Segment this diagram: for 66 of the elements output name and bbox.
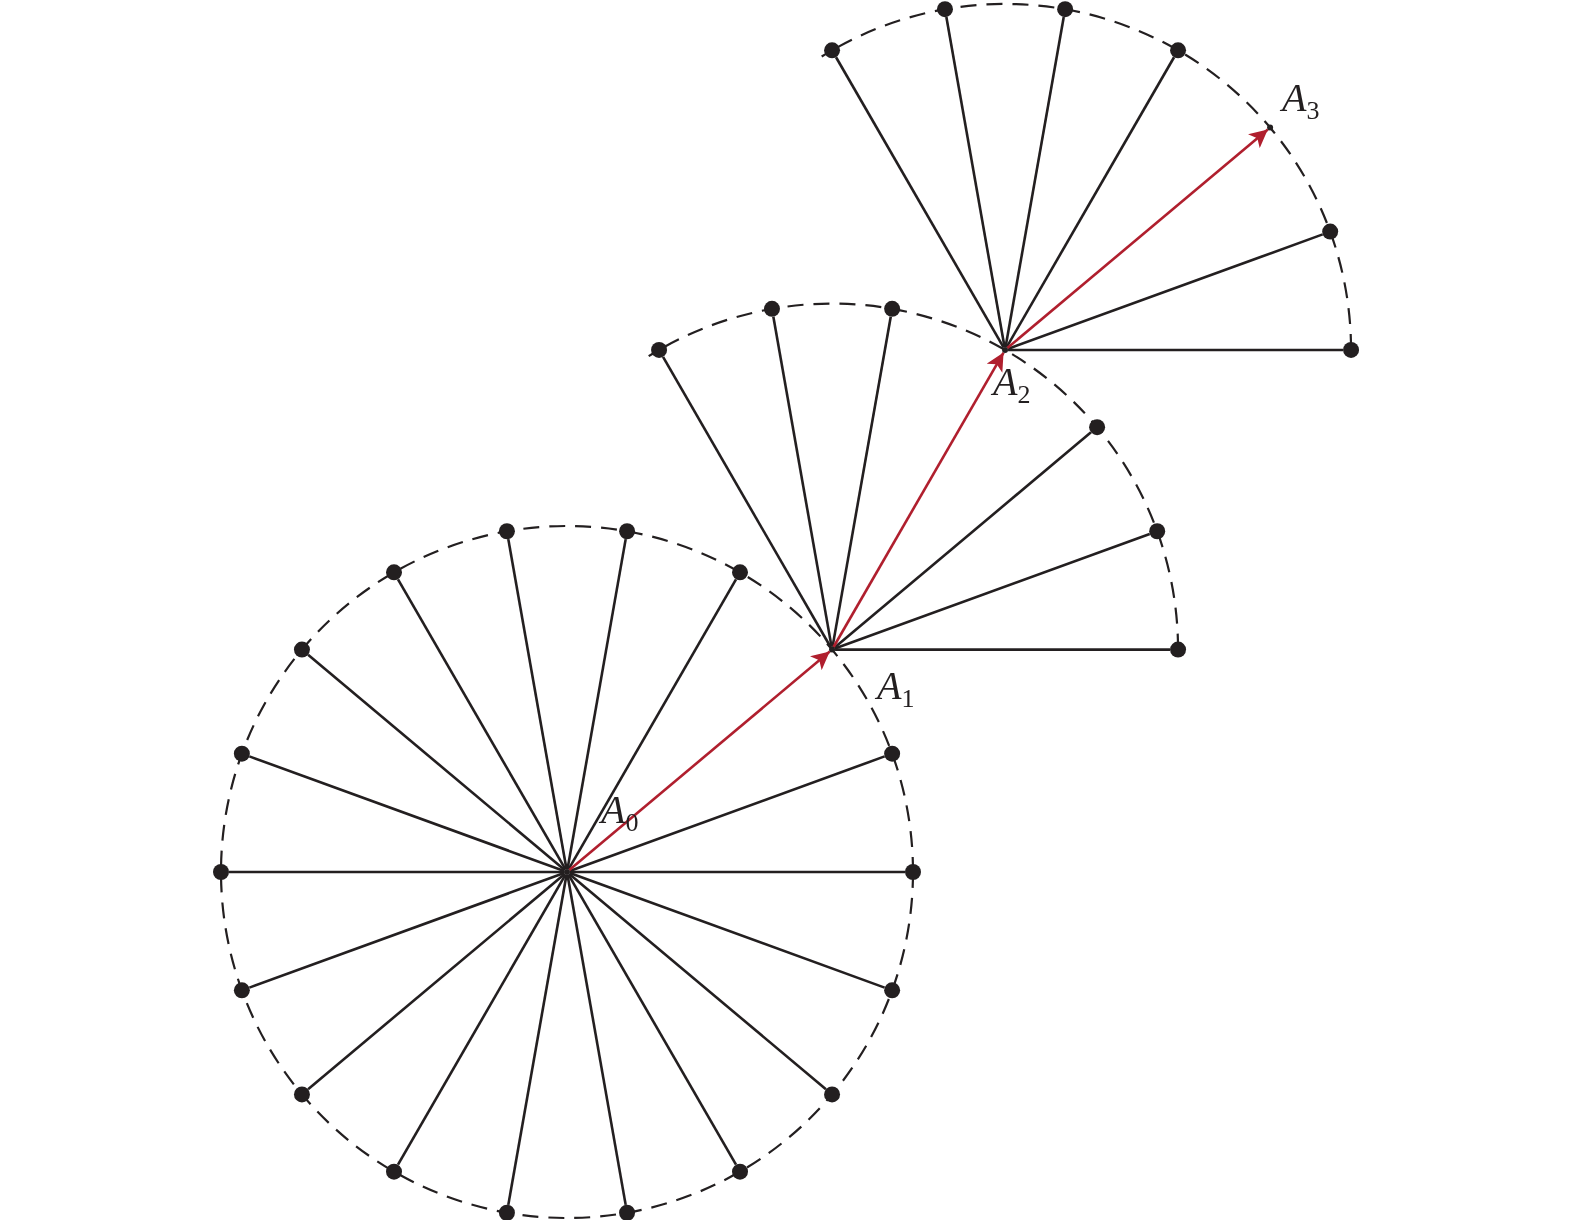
end-dot bbox=[1149, 523, 1166, 540]
end-dot bbox=[824, 1086, 841, 1103]
end-dot bbox=[884, 982, 901, 999]
line-segment bbox=[229, 870, 564, 874]
line-segment bbox=[1007, 233, 1324, 351]
end-dot bbox=[1170, 42, 1187, 59]
end-dot bbox=[732, 564, 748, 581]
line-segment bbox=[834, 532, 1151, 650]
line-segment bbox=[570, 870, 905, 874]
line-segment bbox=[567, 873, 738, 1166]
end-dot bbox=[884, 300, 901, 317]
end-dot bbox=[1343, 341, 1360, 358]
line-segment bbox=[396, 873, 567, 1166]
line-segment bbox=[661, 356, 832, 648]
line-segment bbox=[507, 538, 568, 870]
line-segment bbox=[248, 871, 565, 989]
line-segment bbox=[1008, 348, 1344, 352]
line-segment bbox=[396, 578, 567, 871]
line-segment bbox=[835, 648, 1171, 651]
end-dot bbox=[498, 523, 515, 540]
end-dot bbox=[763, 300, 780, 317]
end-dot bbox=[386, 1163, 402, 1180]
junction-point bbox=[829, 646, 836, 653]
point-label: A$_{1}$ bbox=[877, 665, 915, 712]
junction-point bbox=[1267, 124, 1274, 131]
line-segment bbox=[772, 316, 833, 647]
line-segment bbox=[569, 871, 886, 989]
line-segment bbox=[307, 872, 566, 1091]
end-dot bbox=[233, 982, 250, 999]
point-label: A$_{2}$ bbox=[993, 361, 1031, 408]
end-dot bbox=[293, 1086, 310, 1103]
end-dot bbox=[732, 1163, 748, 1180]
line-segment bbox=[1004, 16, 1066, 348]
arrow bbox=[1006, 128, 1269, 349]
line-segment bbox=[507, 874, 568, 1206]
line-segment bbox=[1005, 56, 1176, 348]
line-segment bbox=[248, 755, 565, 873]
end-dot bbox=[884, 745, 901, 762]
line-segment bbox=[568, 872, 827, 1091]
line-segment bbox=[567, 578, 738, 871]
junction-point bbox=[564, 869, 570, 875]
line-segment bbox=[833, 431, 1092, 649]
end-dot bbox=[386, 564, 402, 581]
arrow bbox=[568, 650, 831, 872]
end-dot bbox=[233, 745, 250, 762]
end-dot bbox=[619, 523, 636, 540]
end-dot bbox=[905, 864, 921, 880]
arrow bbox=[832, 351, 1005, 648]
end-dot bbox=[293, 641, 310, 658]
end-dot bbox=[1170, 641, 1187, 658]
end-dot bbox=[1322, 223, 1339, 240]
end-dot bbox=[1057, 1, 1074, 18]
point-label: A$_{3}$ bbox=[1282, 77, 1320, 124]
end-dot bbox=[936, 1, 953, 18]
line-segment bbox=[834, 56, 1005, 348]
line-segment bbox=[566, 874, 627, 1206]
line-segment bbox=[945, 16, 1006, 348]
line-segment bbox=[569, 755, 886, 873]
end-dot bbox=[213, 864, 229, 880]
end-dot bbox=[824, 42, 841, 59]
junction-point bbox=[1002, 346, 1009, 353]
end-dot bbox=[651, 341, 668, 358]
end-dot bbox=[1089, 419, 1106, 436]
line-segment bbox=[831, 316, 893, 647]
line-segment bbox=[566, 538, 627, 870]
line-segment bbox=[307, 653, 566, 872]
